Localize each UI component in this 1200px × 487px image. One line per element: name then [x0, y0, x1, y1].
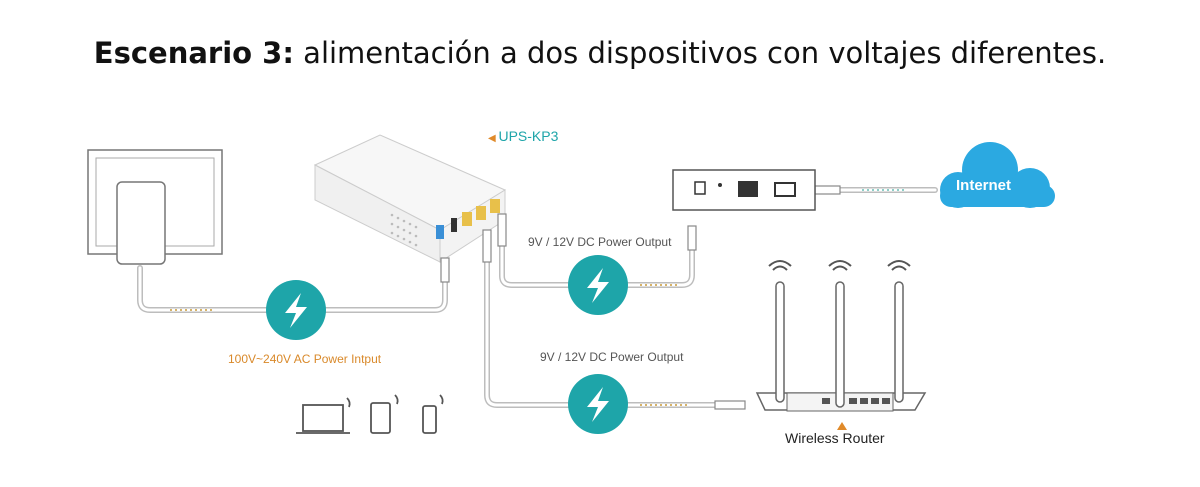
title-rest: alimentación a dos dispositivos con volt… [293, 36, 1107, 70]
dc-output-label-1: 9V / 12V DC Power Output [528, 235, 672, 249]
cables [137, 187, 938, 408]
power-bolt-icon [568, 374, 628, 434]
dc-plugs [440, 185, 841, 410]
client-devices-icon [296, 394, 444, 434]
power-bolt-icon [266, 280, 326, 340]
title-bold: Escenario 3: [93, 36, 294, 70]
page-title: Escenario 3: alimentación a dos disposit… [0, 36, 1200, 70]
modem-icon [672, 169, 816, 211]
wall-outlet-icon [87, 149, 223, 265]
wifi-icon [768, 260, 911, 271]
power-bolt-icon [568, 255, 628, 315]
internet-label: Internet [956, 177, 1012, 194]
dc-output-label-2: 9V / 12V DC Power Output [540, 350, 684, 364]
ups-model-label: ◀ UPS-KP3 [488, 128, 559, 144]
ups-device-icon [313, 134, 507, 263]
ups-model-text: UPS-KP3 [498, 128, 559, 144]
router-label: Wireless Router [785, 430, 885, 446]
wireless-router-icon [755, 281, 927, 430]
ac-input-label: 100V~240V AC Power Intput [228, 352, 382, 366]
internet-cloud-icon [940, 142, 1055, 208]
